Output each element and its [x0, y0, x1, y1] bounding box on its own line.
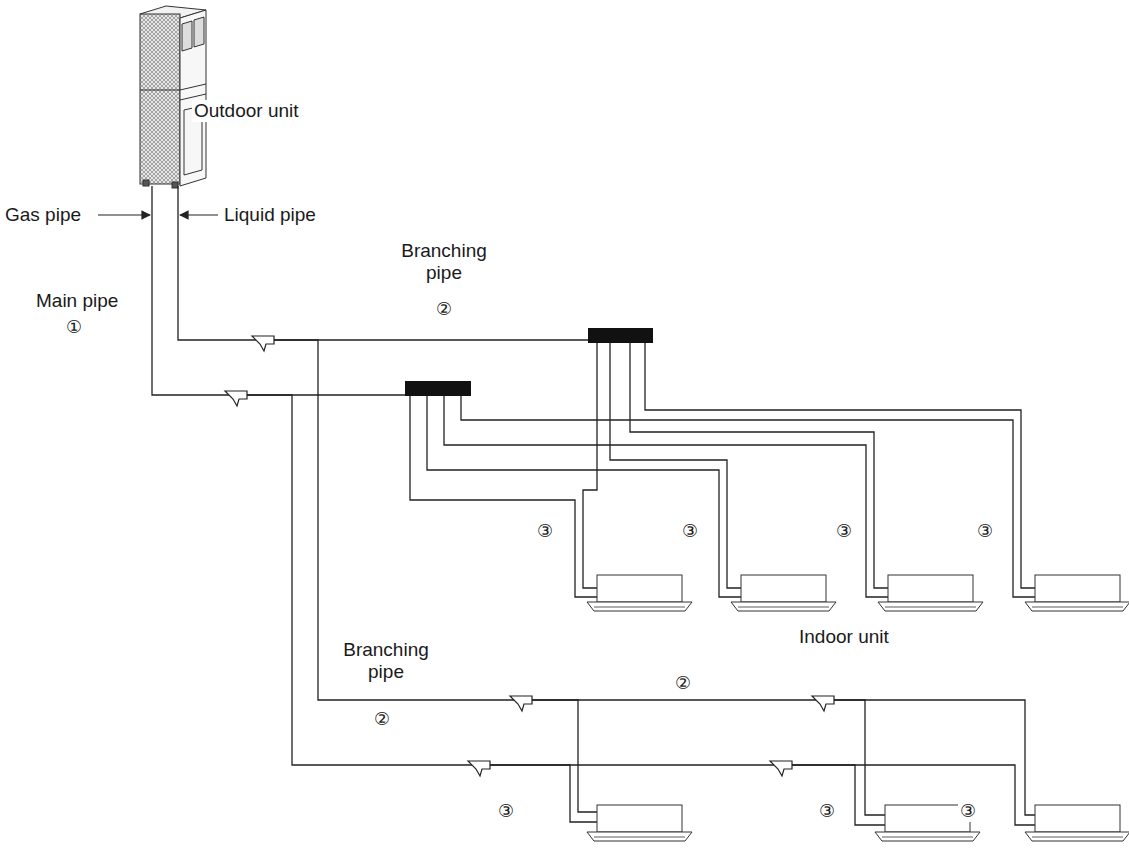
callout-number: ③: [958, 800, 978, 822]
y-joint: [770, 761, 792, 776]
part-label: Branching pipe: [328, 639, 444, 683]
branch-joints: [225, 336, 834, 776]
refrigerant-pipes: [152, 186, 1035, 825]
y-joint: [225, 391, 247, 406]
indoor-unit-drawing: [731, 575, 836, 611]
callout-number: ①: [64, 316, 84, 338]
branch-header: [588, 328, 653, 343]
indoor-unit-drawing: [1025, 575, 1129, 611]
outdoor-unit-drawing: [140, 6, 206, 188]
y-joint: [468, 761, 490, 776]
callout-number: ③: [496, 800, 516, 822]
indoor-unit-drawing: [1025, 805, 1129, 841]
y-joint: [252, 336, 274, 351]
gas-branch: [427, 396, 741, 597]
callout-number: ②: [372, 708, 392, 730]
part-label: Branching pipe: [386, 240, 502, 284]
indoor-unit-drawing: [587, 805, 692, 841]
liquid-branch: [583, 343, 597, 588]
part-label: Main pipe: [34, 290, 120, 312]
callout-number: ③: [975, 520, 995, 542]
callout-number: ②: [673, 672, 693, 694]
gas-branch: [444, 396, 888, 597]
callout-number: ②: [434, 298, 454, 320]
indoor-unit-drawing: [587, 575, 692, 611]
branch-header: [405, 381, 471, 396]
callout-number: ③: [535, 520, 555, 542]
indoor-unit-drawing: [878, 575, 983, 611]
callout-number: ③: [680, 520, 700, 542]
leader-arrow: [98, 214, 150, 215]
gas-branch: [410, 396, 597, 597]
part-label: Gas pipe: [3, 204, 83, 226]
y-joint: [510, 696, 532, 711]
y-joint: [812, 696, 834, 711]
callout-number: ③: [834, 520, 854, 542]
leader-arrow: [180, 214, 218, 215]
indoor-units: [587, 575, 1129, 841]
callout-number: ③: [817, 800, 837, 822]
gas-branch: [461, 396, 1035, 597]
liquid-branch: [645, 343, 1035, 588]
liquid-branch: [630, 343, 888, 588]
part-label: Indoor unit: [797, 626, 891, 648]
part-label: Outdoor unit: [192, 100, 301, 122]
part-label: Liquid pipe: [222, 204, 318, 226]
